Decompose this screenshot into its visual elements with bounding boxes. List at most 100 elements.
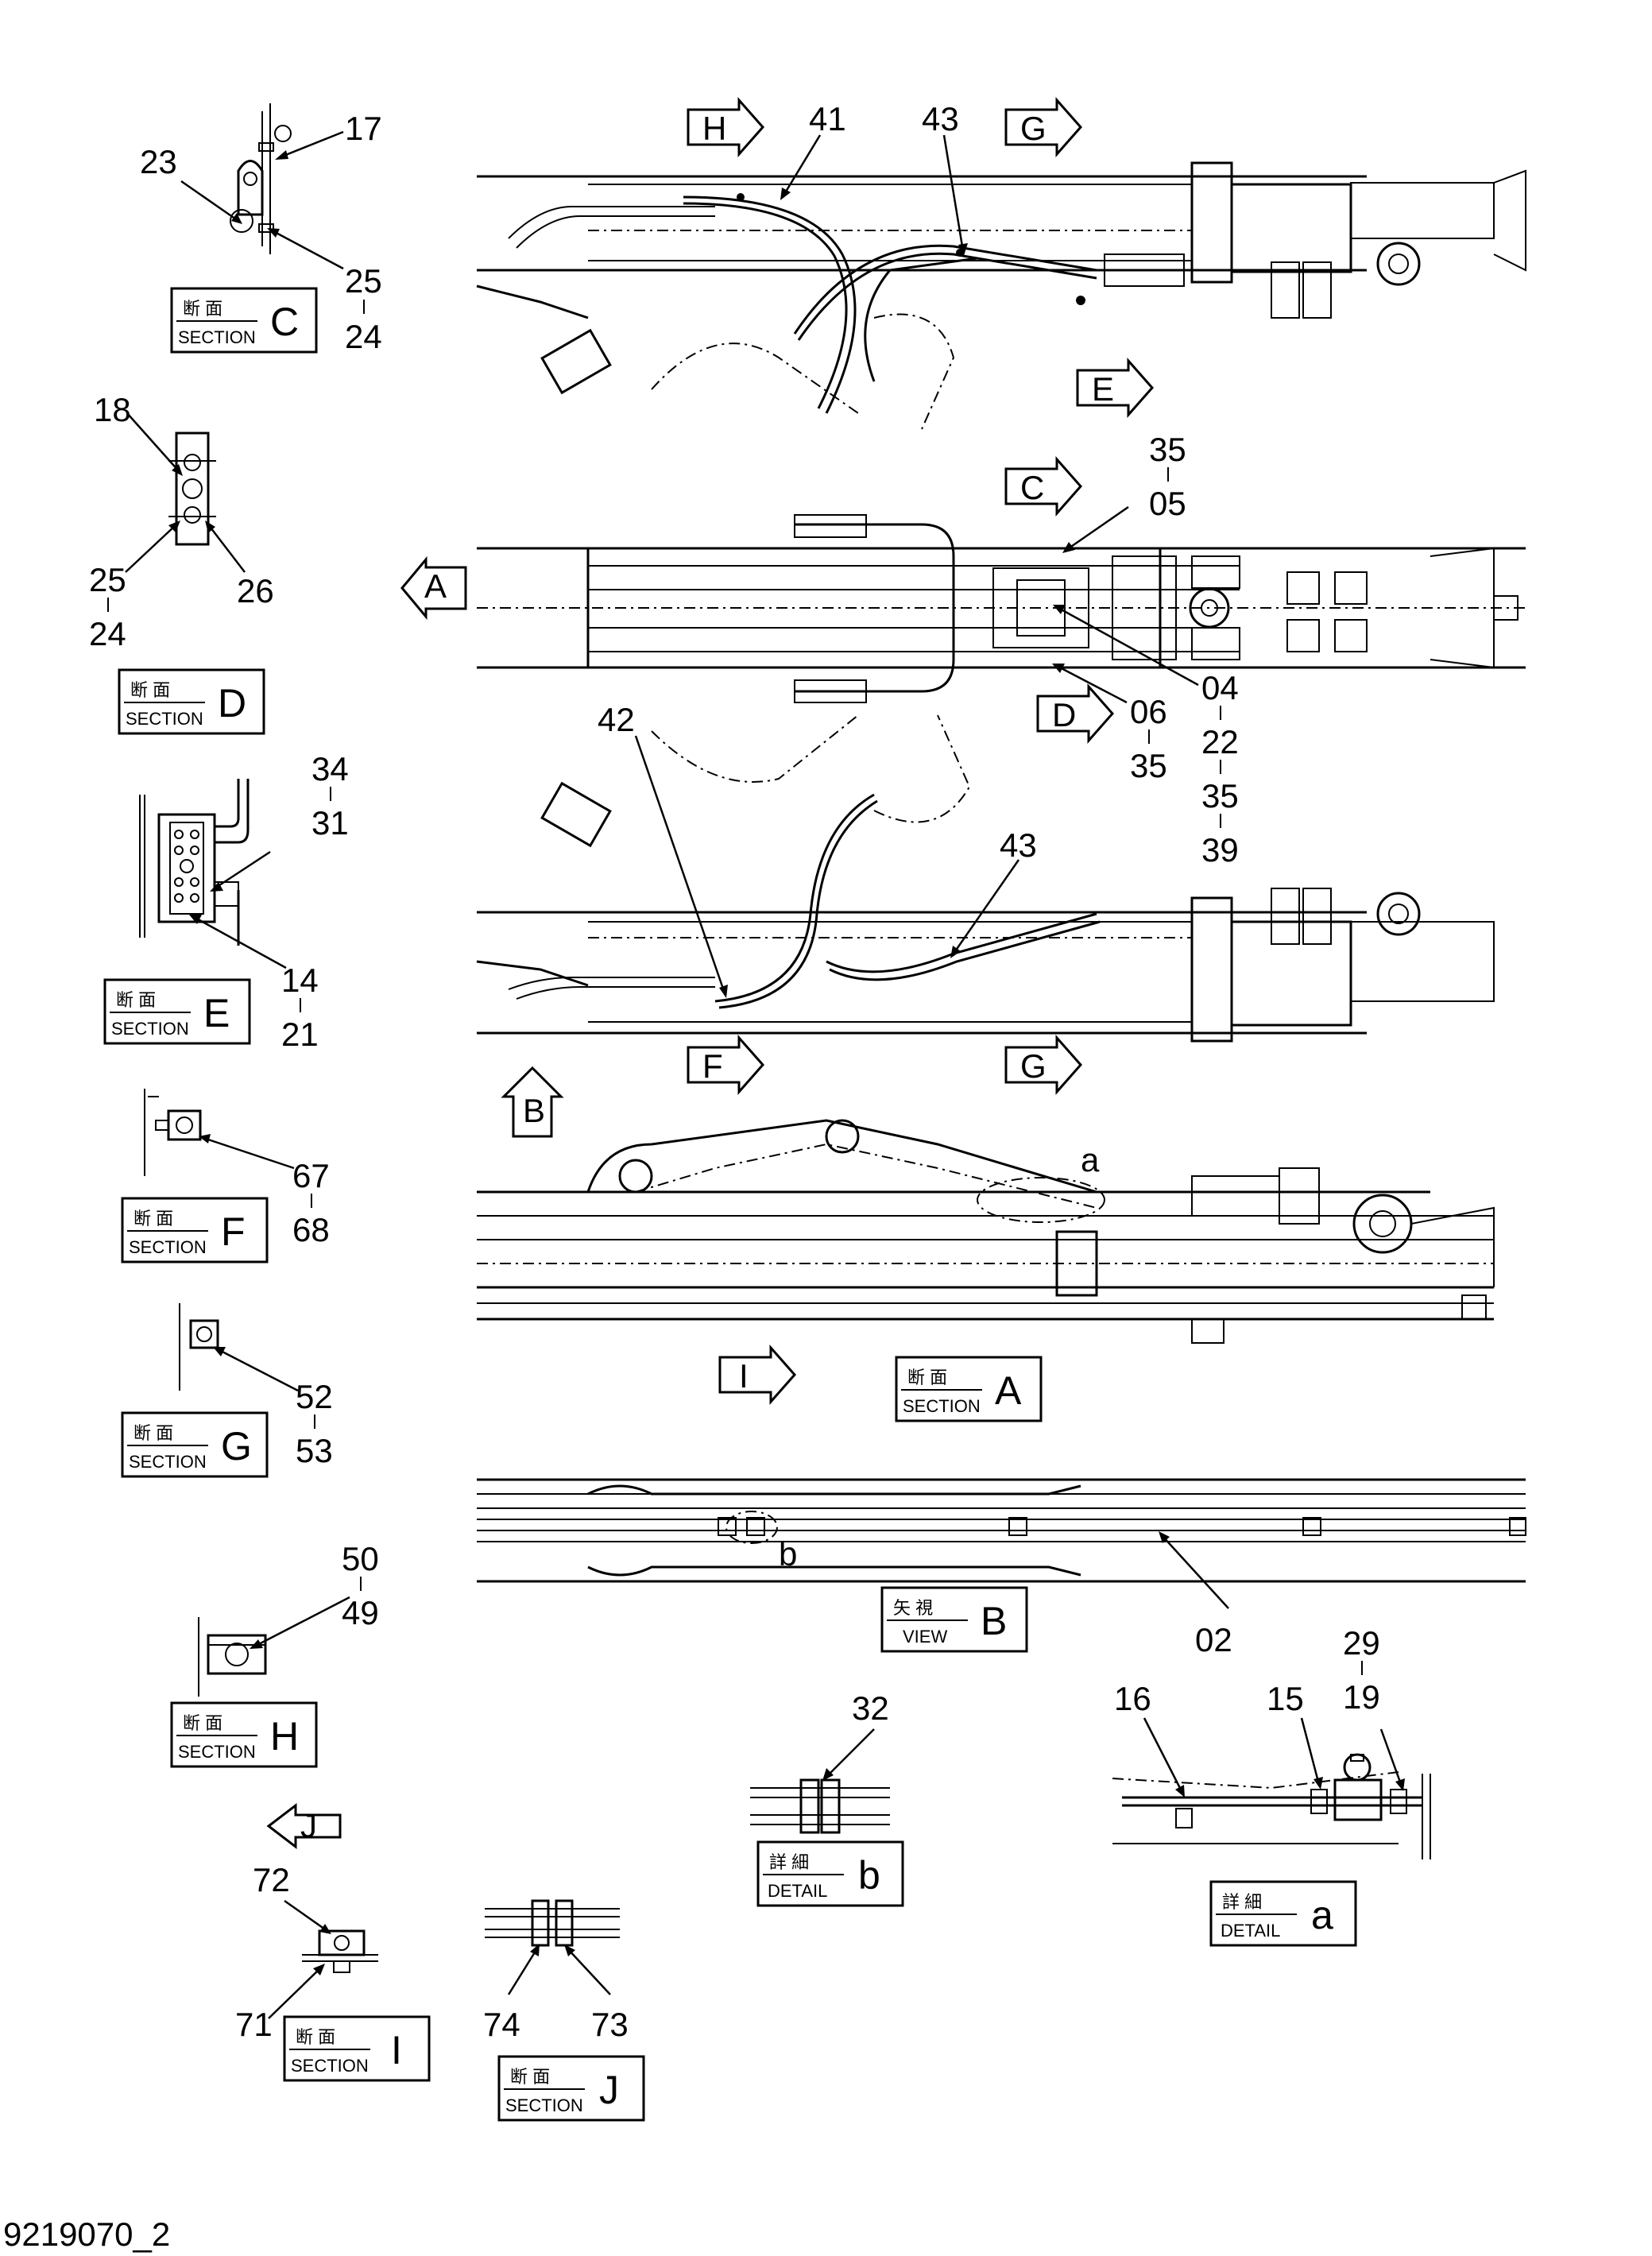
section-box-e: 断 面 SECTION E	[103, 978, 251, 1045]
section-box-c: 断 面 SECTION C	[170, 287, 318, 354]
label-41: 41	[809, 100, 846, 137]
svg-text:断 面: 断 面	[510, 2067, 550, 2087]
section-d-detail: 18 25 24 26	[89, 391, 274, 652]
detail-a-drawing: 16 15 29 19	[1112, 1624, 1431, 1859]
svg-text:SECTION: SECTION	[178, 327, 256, 347]
label-50: 50	[342, 1540, 379, 1577]
svg-text:断 面: 断 面	[183, 299, 222, 319]
svg-text:DETAIL: DETAIL	[768, 1881, 827, 1901]
label-26: 26	[237, 572, 274, 609]
svg-text:C: C	[1020, 469, 1044, 506]
label-18: 18	[94, 391, 131, 428]
svg-text:F: F	[702, 1047, 723, 1085]
svg-text:A: A	[424, 567, 447, 605]
label-24: 24	[89, 615, 126, 652]
svg-text:VIEW: VIEW	[903, 1627, 947, 1647]
label-73: 73	[591, 2006, 629, 2043]
label-34: 34	[311, 750, 349, 787]
svg-text:SECTION: SECTION	[903, 1396, 981, 1416]
label-35: 35	[1149, 431, 1186, 468]
svg-text:断 面: 断 面	[133, 1209, 173, 1229]
label-22: 22	[1201, 723, 1239, 760]
section-box-h: 断 面 SECTION H	[170, 1701, 318, 1768]
view-arrow-f: F	[687, 1035, 765, 1095]
section-box-a: 断 面 SECTION A	[895, 1356, 1043, 1422]
section-box-d: 断 面 SECTION D	[118, 668, 265, 735]
svg-text:A: A	[995, 1368, 1022, 1413]
label-04: 04	[1201, 669, 1239, 706]
label-23: 23	[140, 143, 177, 180]
section-f-detail: 67 68	[144, 1089, 330, 1248]
label-72: 72	[253, 1861, 290, 1898]
label-68: 68	[292, 1211, 330, 1248]
label-67: 67	[292, 1157, 330, 1194]
detail-marker-a: a	[1081, 1141, 1100, 1178]
view-arrow-b: B	[501, 1066, 564, 1138]
svg-text:断 面: 断 面	[116, 990, 156, 1010]
svg-text:SECTION: SECTION	[178, 1742, 256, 1762]
label-25: 25	[89, 561, 126, 598]
label-25: 25	[345, 262, 382, 300]
svg-text:G: G	[1020, 110, 1047, 147]
view-box-b: 矢 視 VIEW B	[880, 1586, 1028, 1653]
svg-text:a: a	[1311, 1893, 1333, 1937]
svg-text:b: b	[779, 1535, 797, 1573]
section-box-i: 断 面 SECTION I	[283, 2015, 431, 2082]
svg-text:G: G	[221, 1424, 252, 1469]
section-i-detail: 72 71	[235, 1861, 378, 2043]
svg-text:矢 視: 矢 視	[893, 1598, 933, 1618]
label-19: 19	[1343, 1678, 1380, 1716]
svg-text:D: D	[218, 681, 246, 726]
svg-text:断 面: 断 面	[907, 1368, 947, 1387]
svg-text:SECTION: SECTION	[126, 709, 203, 729]
svg-text:J: J	[300, 1807, 317, 1844]
svg-text:F: F	[221, 1209, 246, 1254]
label-16: 16	[1114, 1680, 1151, 1717]
svg-text:断 面: 断 面	[130, 680, 170, 700]
svg-text:SECTION: SECTION	[291, 2056, 369, 2076]
detail-box-a: 詳 細 DETAIL a	[1209, 1880, 1357, 1947]
svg-text:SECTION: SECTION	[129, 1237, 207, 1257]
label-17: 17	[345, 110, 382, 147]
svg-text:詳 細: 詳 細	[1222, 1892, 1262, 1912]
label-35: 35	[1201, 777, 1239, 815]
svg-text:D: D	[1052, 696, 1076, 733]
svg-text:H: H	[270, 1714, 299, 1759]
svg-text:詳 細: 詳 細	[769, 1852, 809, 1872]
label-43: 43	[922, 100, 959, 137]
section-g-detail: 52 53	[179, 1303, 333, 1469]
svg-text:断 面: 断 面	[296, 2027, 335, 2047]
section-e-detail: 34 31 14 21	[139, 750, 349, 1053]
label-06: 06	[1130, 693, 1167, 730]
svg-text:a: a	[1081, 1141, 1100, 1178]
section-h-detail: 50 49	[198, 1540, 379, 1697]
boom-view-plan	[477, 514, 1526, 703]
view-arrow-d: D	[1036, 683, 1115, 744]
svg-text:b: b	[858, 1853, 880, 1898]
label-52: 52	[296, 1378, 333, 1415]
detail-b-drawing: 32	[750, 1689, 890, 1834]
svg-text:I: I	[391, 2028, 402, 2072]
view-arrow-g-top: G	[1004, 97, 1083, 157]
callouts-top-view: 41 43	[780, 100, 968, 256]
svg-text:H: H	[702, 110, 726, 147]
svg-text:J: J	[599, 2068, 619, 2112]
label-24: 24	[345, 318, 382, 355]
detail-marker-b: b	[779, 1535, 797, 1573]
section-box-g: 断 面 SECTION G	[121, 1411, 269, 1478]
svg-text:SECTION: SECTION	[129, 1452, 207, 1472]
label-39: 39	[1201, 831, 1239, 869]
section-c-detail: 17 23 25 24	[140, 103, 382, 355]
label-71: 71	[235, 2006, 273, 2043]
boom-view-side	[477, 1119, 1495, 1344]
svg-text:B: B	[981, 1599, 1007, 1643]
svg-text:G: G	[1020, 1047, 1047, 1085]
svg-text:C: C	[270, 300, 299, 344]
label-42: 42	[598, 701, 635, 738]
svg-text:SECTION: SECTION	[505, 2095, 583, 2115]
svg-text:SECTION: SECTION	[111, 1019, 189, 1039]
svg-text:DETAIL: DETAIL	[1221, 1921, 1280, 1941]
label-43: 43	[1000, 826, 1037, 864]
svg-text:B: B	[523, 1092, 545, 1129]
label-02: 02	[1195, 1621, 1232, 1658]
